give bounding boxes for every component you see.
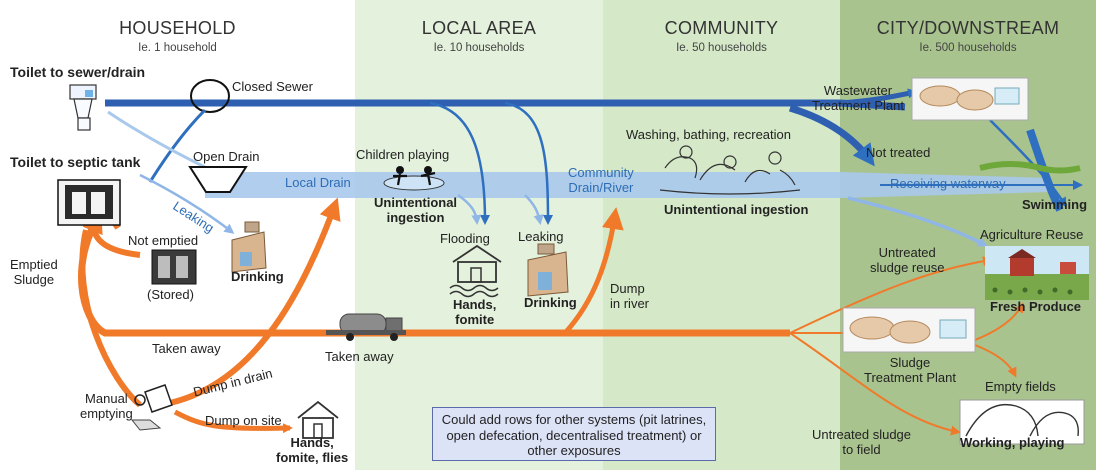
wastewater-plant-label: Wastewater Treatment Plant: [812, 83, 905, 113]
untreated-field-label: Untreated sludge to field: [812, 427, 912, 457]
untreated-reuse-arrow: [789, 256, 993, 334]
swimming-arrow: [1026, 128, 1064, 212]
drain-to-agriculture-arrow: [847, 196, 988, 247]
site-house-icon: [297, 400, 339, 439]
sewer-to-wwtp-arrow: [839, 88, 918, 106]
washing-label: Washing, bathing, recreation: [626, 127, 792, 142]
farm-produce-icon: [985, 246, 1089, 300]
sludge-plant-icon: [842, 307, 976, 353]
toilet-sewer-icon: [69, 84, 97, 131]
wastewater-plant-icon: [911, 77, 1029, 121]
drain-leak-arrow: [524, 194, 544, 225]
well-icon-1: [231, 221, 267, 273]
sludge-plant-label: Sludge Treatment Plant: [864, 355, 957, 385]
drinking-label-2: Drinking: [524, 295, 577, 310]
stored-tank-icon: [151, 249, 197, 285]
empty-fields-icon: [959, 399, 1085, 445]
taken-away-label-1: Taken away: [152, 341, 221, 356]
sludge-to-fields-arrow: [974, 344, 1017, 378]
dump-in-drain-arrow: [159, 197, 341, 408]
zone-local-area: LOCAL AREA Ie. 10 households: [355, 0, 603, 470]
open-drain-label: Open Drain: [193, 149, 260, 164]
working-playing-label: Working, playing: [960, 435, 1065, 450]
zone-local-subtitle: Ie. 10 households: [433, 42, 525, 54]
zone-household-title: HOUSEHOLD: [119, 18, 236, 38]
grass-strip: [979, 161, 1081, 174]
not-emptied-label: Not emptied: [128, 233, 199, 248]
untreated-sludge-reuse-label: Untreated sludge reuse: [870, 245, 945, 275]
manual-emptying-line: [79, 229, 142, 408]
dump-on-site-arrow: [173, 409, 293, 434]
septic-to-sewer-line: [148, 108, 207, 183]
toilet-sewer-label: Toilet to sewer/drain: [10, 64, 146, 80]
zone-household-subtitle: Ie. 1 household: [138, 42, 217, 54]
septic-tank-icon: [57, 179, 121, 226]
empty-fields-label: Empty fields: [985, 379, 1056, 394]
drain-flood-arrow: [457, 193, 482, 225]
fresh-produce-label: Fresh Produce: [990, 299, 1082, 314]
closed-sewer-label: Closed Sewer: [232, 79, 313, 94]
local-drain-label: Local Drain: [285, 175, 351, 190]
hands-fomite-label: Hands, fomite: [453, 297, 497, 327]
receiving-waterway-label: Receiving waterway: [890, 176, 1006, 191]
manual-emptying-icon: [130, 384, 173, 431]
dump-in-river-arrow: [563, 207, 624, 335]
closed-sewer-icon: [190, 79, 230, 113]
swimming-label: Swimming: [1022, 197, 1088, 212]
zone-household: HOUSEHOLD Ie. 1 household: [0, 0, 355, 470]
emptied-sludge-label: Emptied Sludge: [10, 257, 58, 287]
hands-fomite-flies-label: Hands, fomite, flies: [276, 435, 349, 465]
zone-city-subtitle: Ie. 500 households: [919, 42, 1017, 54]
tanker-truck-icon: [326, 313, 406, 341]
zone-community-title: COMMUNITY: [664, 18, 779, 38]
open-drain-icon: [188, 166, 248, 193]
leaking-label-2: Leaking: [518, 229, 564, 244]
unintentional-ingestion-label-2: Unintentional ingestion: [664, 202, 809, 217]
zone-local-title: LOCAL AREA: [421, 18, 537, 38]
washing-bathing-icon: [659, 145, 801, 195]
note-box: Could add rows for other systems (pit la…: [432, 407, 716, 461]
leaking-arrow: [139, 173, 235, 234]
stored-label: (Stored): [147, 287, 194, 302]
zone-community: COMMUNITY Ie. 50 households: [603, 0, 840, 470]
sewer-flood-arrow: [429, 101, 490, 225]
sludge-to-produce-arrow: [974, 302, 1024, 341]
dump-in-river-label: Dump in river: [610, 281, 650, 311]
manual-emptying-label: Manual emptying: [80, 391, 133, 421]
sewer-leak-arrow: [504, 101, 553, 225]
toilet-septic-label: Toilet to septic tank: [10, 154, 141, 170]
unintentional-ingestion-label-1: Unintentional ingestion: [374, 195, 458, 225]
flood-house-icon: [449, 244, 502, 298]
untreated-field-arrow: [789, 332, 961, 436]
zone-community-subtitle: Ie. 50 households: [676, 42, 767, 54]
well-icon-2: [527, 243, 569, 297]
children-playing-icon: [383, 166, 445, 191]
flooding-label: Flooding: [440, 231, 490, 246]
drinking-label-1: Drinking: [231, 269, 284, 284]
dump-on-site-label: Dump on site: [205, 413, 282, 428]
zone-city-title: CITY/DOWNSTREAM: [876, 18, 1060, 38]
not-treated-label: Not treated: [866, 145, 931, 160]
taken-away-label-2: Taken away: [325, 349, 394, 364]
community-drain-label: Community Drain/River: [568, 165, 634, 195]
agriculture-reuse-label: Agriculture Reuse: [980, 227, 1084, 242]
children-playing-label: Children playing: [356, 147, 450, 162]
not-treated-arrow: [788, 104, 875, 167]
